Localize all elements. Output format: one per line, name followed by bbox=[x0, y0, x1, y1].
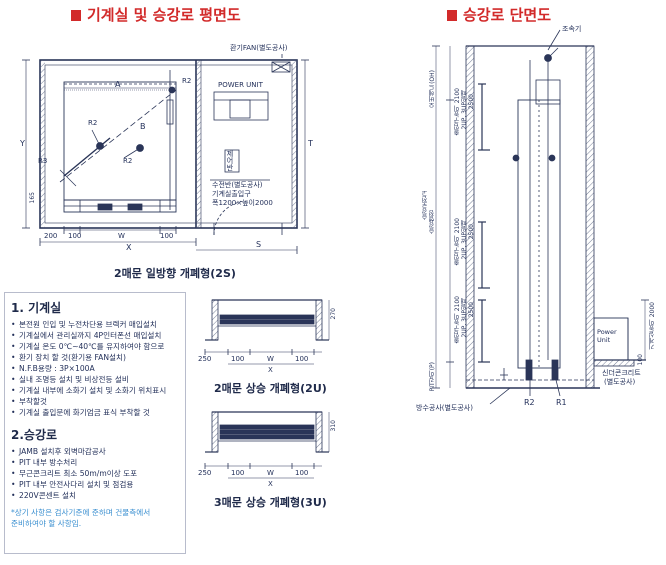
travel-label: 승강행정 bbox=[429, 210, 436, 234]
door-2u-dim-100-right: 100 bbox=[295, 355, 309, 363]
dim-100-right: 100 bbox=[160, 232, 174, 240]
list-item: 기계실 내부에 소화기 설치 및 소화기 위치표시 bbox=[11, 385, 179, 396]
list-item: 본전원 인입 및 누전차단용 브렉커 매입설치 bbox=[11, 319, 179, 330]
door-3u-dim-100-left: 100 bbox=[231, 469, 245, 477]
plan-title: 기계실 및 승강로 평면도 bbox=[71, 4, 241, 25]
door-3u-dim-100-right: 100 bbox=[295, 469, 309, 477]
dim-x: X bbox=[126, 243, 132, 252]
separate-work-label: (별도공사) bbox=[604, 378, 636, 386]
door-3u-dim-310: 310 bbox=[330, 420, 337, 432]
dim-100-left: 100 bbox=[68, 232, 82, 240]
list-item: 기계실 온도 0℃~40℃를 유지하여야 함으로 bbox=[11, 341, 179, 352]
list-item: N.F.B용량 : 3P×100A bbox=[11, 363, 179, 374]
radius-r3: R3 bbox=[38, 157, 48, 165]
cylinder-concrete-label: 신더콘크리트 bbox=[602, 369, 641, 377]
list-item: 환기 장치 할 것(환기용 FAN설치) bbox=[11, 352, 179, 363]
section-view bbox=[432, 29, 649, 405]
title-bullet-icon bbox=[71, 10, 81, 21]
governor-label: 조속기 bbox=[562, 25, 582, 33]
dim-b: B bbox=[140, 122, 146, 131]
door-3u-caption: 3매문 상승 개폐형(3U) bbox=[214, 496, 327, 509]
section-power-unit: Power Unit bbox=[597, 328, 617, 344]
door-3u-dim-x: X bbox=[268, 480, 273, 488]
notes-footnote-1: *상기 사항은 검사기준에 준하며 건물측에서 bbox=[11, 508, 151, 517]
door-2u-caption: 2매문 상승 개폐형(2U) bbox=[214, 382, 327, 395]
notes-footnote-2: 준비하여야 할 사항임. bbox=[11, 519, 82, 528]
door-3u-dim-250: 250 bbox=[198, 469, 212, 477]
door-2u-dim-x: X bbox=[268, 366, 273, 374]
dim-y: Y bbox=[20, 139, 25, 148]
fan-label: 환기FAN(별도공사) bbox=[230, 44, 288, 52]
notes-panel: 1. 기계실 본전원 인입 및 누전차단용 브렉커 매입설치 기계실에서 관리실… bbox=[4, 292, 186, 554]
radius-r2-center: R2 bbox=[123, 157, 133, 165]
dim-t: T bbox=[308, 139, 313, 148]
pit-label: PIT깊이(P) bbox=[429, 362, 436, 392]
notes-hoistway-list: JAMB 설치후 외벽마감공사 PIT 내부 방수처리 무근콘크리트 최소 50… bbox=[11, 446, 179, 501]
power-unit-label: POWER UNIT bbox=[218, 81, 263, 89]
title-bullet-icon bbox=[447, 10, 457, 21]
overhead-label: 오버헤드(OH) bbox=[429, 70, 436, 108]
list-item: PIT 내부 방수처리 bbox=[11, 457, 179, 468]
door-3u-drawing bbox=[204, 411, 330, 479]
door-2u-dim-100-left: 100 bbox=[231, 355, 245, 363]
radius-r2-left: R2 bbox=[88, 119, 98, 127]
list-item: PIT 내부 안전사다리 설치 및 점검용 bbox=[11, 479, 179, 490]
dim-200: 200 bbox=[44, 232, 58, 240]
door-2u-drawing bbox=[204, 299, 330, 365]
entrance-height-1c: 2500 bbox=[468, 94, 475, 110]
entrance-size: 폭1200×높이2000 bbox=[212, 199, 273, 207]
section-r2: R2 bbox=[524, 398, 535, 407]
entrance-note: 기계실출입구 bbox=[212, 190, 251, 198]
list-item: JAMB 설치후 외벽마감공사 bbox=[11, 446, 179, 457]
dim-s: S bbox=[256, 240, 262, 249]
list-item: 실내 조명등 설치 및 비상전등 설비 bbox=[11, 374, 179, 385]
notes-hoistway-title: 2.승강로 bbox=[11, 428, 58, 442]
notes-machine-room-title: 1. 기계실 bbox=[11, 301, 62, 315]
dim-165: 165 bbox=[29, 192, 36, 204]
list-item: 무근콘크리트 최소 50m/m이상 도포 bbox=[11, 468, 179, 479]
door-2u-dim-270: 270 bbox=[330, 308, 337, 320]
list-item: 220V콘센트 설치 bbox=[11, 490, 179, 501]
machine-height-label: 기계실높이 2000 bbox=[649, 302, 656, 350]
section-title: 승강로 단면도 bbox=[447, 4, 551, 25]
list-item: 기계실에서 관리실까지 4P인터폰선 매입설치 bbox=[11, 330, 179, 341]
notes-machine-room-list: 본전원 인입 및 누전차단용 브렉커 매입설치 기계실에서 관리실까지 4P인터… bbox=[11, 319, 179, 418]
control-box-label: 제어반 bbox=[226, 150, 234, 171]
plan-caption: 2매문 일방향 개폐형(2S) bbox=[114, 267, 236, 280]
entrance-height-3c: 2500 bbox=[468, 302, 475, 318]
door-2u-dim-w: W bbox=[267, 355, 274, 363]
door-3u-dim-w: W bbox=[267, 469, 274, 477]
waterproof-label: 방수공사(별도공사) bbox=[416, 404, 473, 412]
list-item: 부착할것 bbox=[11, 396, 179, 407]
section-r1: R1 bbox=[556, 398, 567, 407]
dim-a: A bbox=[115, 80, 121, 89]
plan-view bbox=[22, 54, 309, 254]
entrance-height-2c: 2500 bbox=[468, 224, 475, 240]
radius-r2-top: R2 bbox=[182, 77, 192, 85]
section-dim-100: 100 bbox=[637, 354, 644, 366]
breaker-note: 수전반(별도공사) bbox=[212, 181, 263, 189]
dim-w: W bbox=[118, 232, 125, 240]
list-item: 기계실 출입문에 화기엄금 표식 부착할 것 bbox=[11, 407, 179, 418]
door-2u-dim-250: 250 bbox=[198, 355, 212, 363]
